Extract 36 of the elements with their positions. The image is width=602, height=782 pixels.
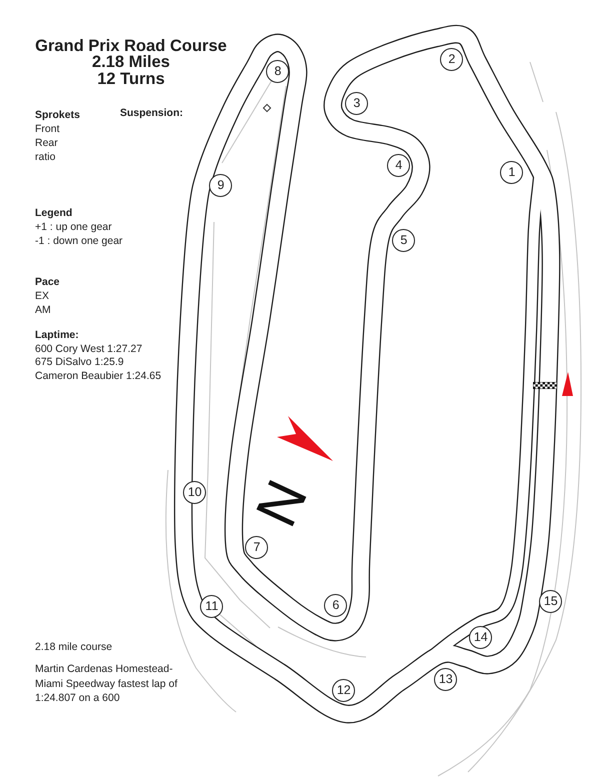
- turn-marker: 11: [200, 595, 224, 618]
- class-label: EX: [35, 289, 50, 303]
- subtitle: 2.18 Miles: [92, 53, 170, 71]
- section-heading: Suspension:: [120, 106, 184, 120]
- turn-marker: 10: [183, 481, 206, 504]
- north-letter: N: [252, 474, 310, 532]
- section-heading: Legend: [35, 206, 72, 220]
- turn-marker: 8: [266, 60, 290, 84]
- turn-marker: 4: [387, 154, 410, 178]
- turn-marker: 9: [209, 174, 232, 198]
- subtitle: 12 Turns: [97, 70, 165, 88]
- turn-marker: 12: [332, 679, 356, 702]
- turn-marker: 2: [440, 48, 464, 72]
- note-text: 2.18 mile course: [35, 640, 112, 654]
- legend-text: +1 : up one gear: [35, 220, 112, 234]
- turn-marker: 7: [245, 536, 268, 560]
- field-label: Rear: [35, 136, 58, 150]
- section-heading: Sprokets: [35, 108, 80, 122]
- section-heading: Pace: [35, 275, 60, 289]
- field-label: ratio: [35, 150, 56, 164]
- turn-marker: 3: [345, 92, 368, 116]
- turn-marker: 6: [324, 594, 348, 618]
- laptime-text: 675 DiSalvo 1:25.9: [35, 355, 124, 369]
- field-label: Front: [35, 122, 60, 136]
- turn-marker: 15: [539, 590, 562, 614]
- title: Grand Prix Road Course: [35, 37, 227, 55]
- class-label: AM: [35, 303, 51, 317]
- laptime-text: 600 Cory West 1:27.27: [35, 342, 142, 356]
- laptime-text: Cameron Beaubier 1:24.65: [35, 369, 162, 383]
- legend-text: -1 : down one gear: [35, 234, 123, 248]
- turn-marker: 5: [392, 229, 416, 252]
- turn-marker: 1: [500, 161, 524, 184]
- section-heading: Laptime:: [35, 328, 79, 342]
- turn-marker: 14: [469, 626, 492, 650]
- turn-marker: 13: [434, 668, 458, 692]
- note-text: Martin Cardenas Homestead-Miami Speedway fastest lap of 1:24.807 on a 600: [35, 662, 178, 706]
